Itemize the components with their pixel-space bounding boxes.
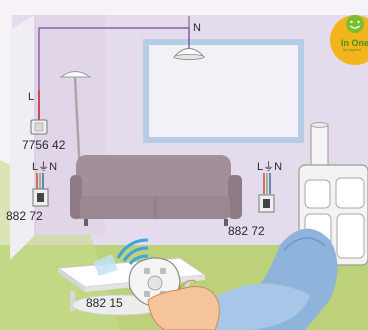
- live-wire-label: L: [28, 91, 34, 103]
- right-socket-code-label: 882 72: [228, 224, 265, 238]
- right-socket-wire-label: L⏚N: [257, 160, 282, 173]
- remote-code-label: 882 15: [86, 296, 123, 310]
- logo-text: In One: [341, 38, 368, 48]
- switch-code-label: 7756 42: [22, 138, 66, 152]
- wall-switch[interactable]: [31, 120, 47, 134]
- left-socket-wire-label: L⏚N: [32, 160, 57, 173]
- logo-subtext: by Legrand: [343, 48, 361, 52]
- sofa: [70, 155, 242, 226]
- wall-picture-frame: [146, 42, 301, 140]
- neutral-wire-label: N: [193, 22, 201, 34]
- right-wall-socket[interactable]: [259, 195, 274, 212]
- left-socket-code-label: 882 72: [6, 209, 43, 223]
- left-wall-socket[interactable]: [33, 189, 48, 206]
